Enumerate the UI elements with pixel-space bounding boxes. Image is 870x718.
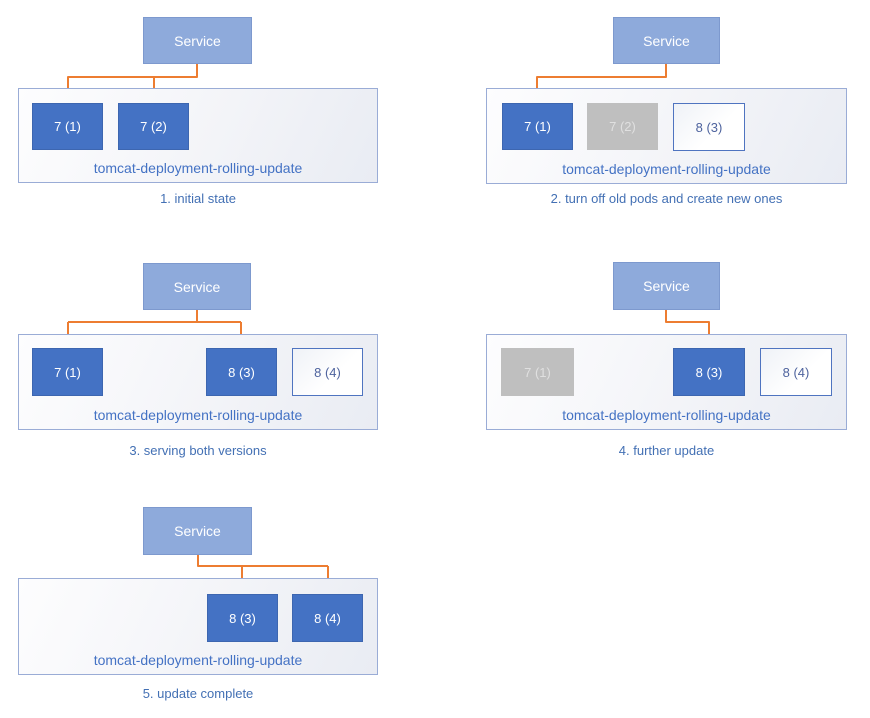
pod-8-4: 8 (4): [760, 348, 832, 396]
service-box: Service: [613, 262, 720, 310]
deployment-label: tomcat-deployment-rolling-update: [562, 407, 771, 423]
pod-label: 8 (4): [314, 364, 341, 380]
pod-8-4: 8 (4): [292, 594, 363, 642]
panel-caption: 3. serving both versions: [129, 443, 267, 458]
service-label: Service: [643, 32, 690, 49]
service-box: Service: [143, 17, 252, 64]
service-label: Service: [174, 523, 221, 539]
pod-7-1: 7 (1): [32, 348, 103, 396]
pod-label: 8 (4): [314, 610, 341, 626]
pod-7-2: 7 (2): [118, 103, 189, 150]
service-box: Service: [143, 507, 252, 555]
pod-8-3: 8 (3): [206, 348, 277, 396]
panel-serving-both-versions: Service tomcat-deployment-rolling-update…: [0, 240, 435, 480]
pod-8-3: 8 (3): [673, 348, 745, 396]
deployment-label: tomcat-deployment-rolling-update: [93, 652, 303, 668]
pod-label: 7 (1): [54, 364, 81, 380]
service-box: Service: [143, 263, 251, 310]
panel-caption: 1. initial state: [160, 191, 236, 206]
service-label: Service: [174, 32, 221, 49]
deployment-label: tomcat-deployment-rolling-update: [93, 407, 303, 423]
pod-7-1: 7 (1): [501, 348, 574, 396]
pod-label: 8 (4): [782, 364, 810, 380]
pod-label: 8 (3): [229, 610, 256, 626]
pod-label: 8 (3): [695, 364, 723, 380]
pod-label: 7 (2): [609, 119, 636, 134]
panel-caption: 5. update complete: [142, 686, 254, 701]
pod-7-1: 7 (1): [502, 103, 573, 150]
pod-label: 8 (3): [695, 119, 723, 135]
service-box: Service: [613, 17, 720, 64]
service-label: Service: [173, 278, 221, 295]
panel-caption: 4. further update: [618, 443, 715, 458]
panel-further-update: Service tomcat-deployment-rolling-update…: [435, 240, 870, 480]
panel-initial-state: Service tomcat-deployment-rolling-update…: [0, 0, 435, 240]
pod-label: 7 (1): [524, 119, 551, 134]
deployment-label: tomcat-deployment-rolling-update: [93, 160, 303, 176]
pod-label: 7 (2): [140, 119, 167, 134]
pod-8-4: 8 (4): [292, 348, 363, 396]
pod-8-3: 8 (3): [673, 103, 745, 151]
pod-label: 7 (1): [524, 364, 551, 380]
pod-label: 7 (1): [54, 119, 81, 134]
pod-7-2: 7 (2): [587, 103, 658, 150]
service-label: Service: [643, 278, 690, 294]
pod-8-3: 8 (3): [207, 594, 278, 642]
panel-update-complete: Service tomcat-deployment-rolling-update…: [0, 480, 435, 718]
pod-7-1: 7 (1): [32, 103, 103, 150]
panel-turn-off-old-pods: Service tomcat-deployment-rolling-update…: [435, 0, 870, 240]
pod-label: 8 (3): [228, 364, 255, 380]
panel-caption: 2. turn off old pods and create new ones: [550, 191, 783, 206]
deployment-label: tomcat-deployment-rolling-update: [562, 161, 771, 177]
